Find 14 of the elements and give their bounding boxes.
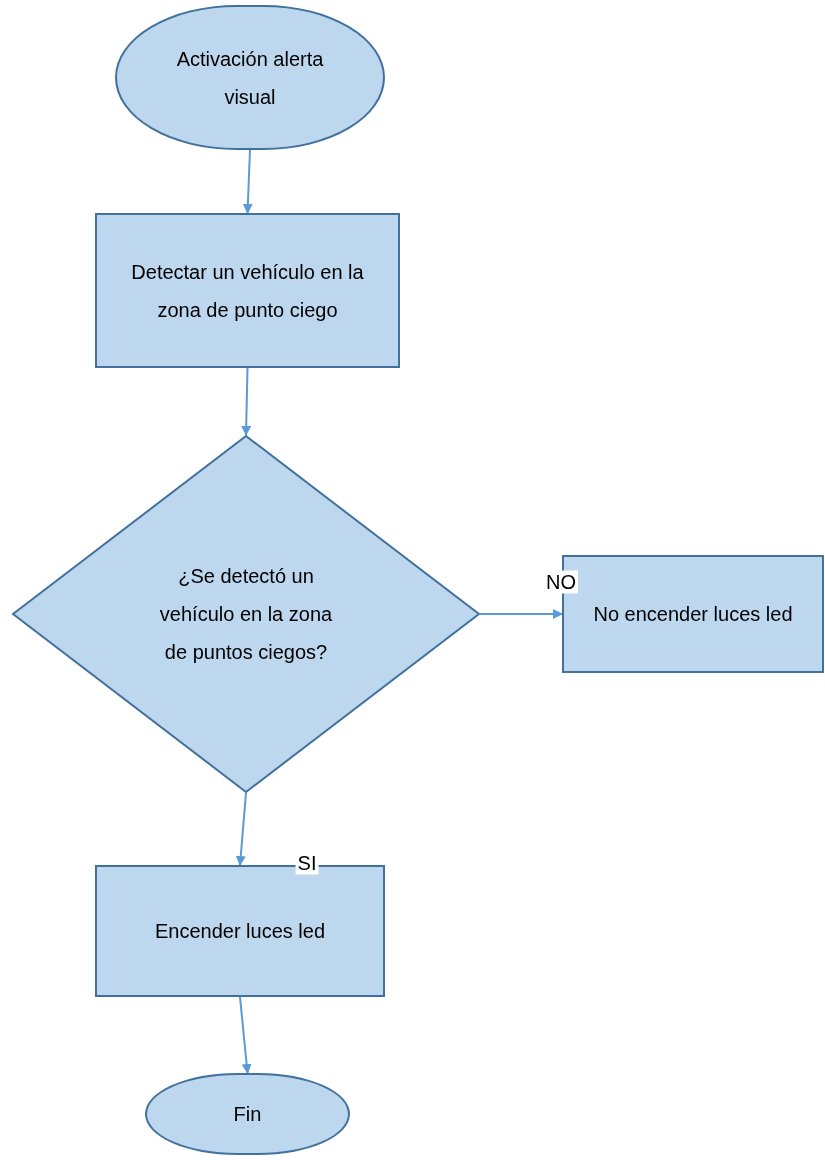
node-text: Encender luces led [153, 919, 327, 944]
node-text: Activación alerta visual [175, 46, 325, 110]
node-text: Fin [232, 1102, 263, 1127]
arrow [479, 609, 563, 619]
edge-label: NO [544, 570, 578, 594]
process-box [95, 213, 400, 368]
arrow [242, 149, 253, 214]
node-text: Detectar un vehículo en la zona de punto ciego [130, 259, 365, 323]
arrow [239, 996, 252, 1074]
arrow [235, 792, 247, 866]
decision-diamond [12, 435, 480, 793]
node-text: No encender luces led [592, 602, 794, 627]
arrow [241, 367, 252, 436]
node-text: ¿Se detectó un vehículo en la zona de puntos ciegos? [158, 564, 334, 665]
